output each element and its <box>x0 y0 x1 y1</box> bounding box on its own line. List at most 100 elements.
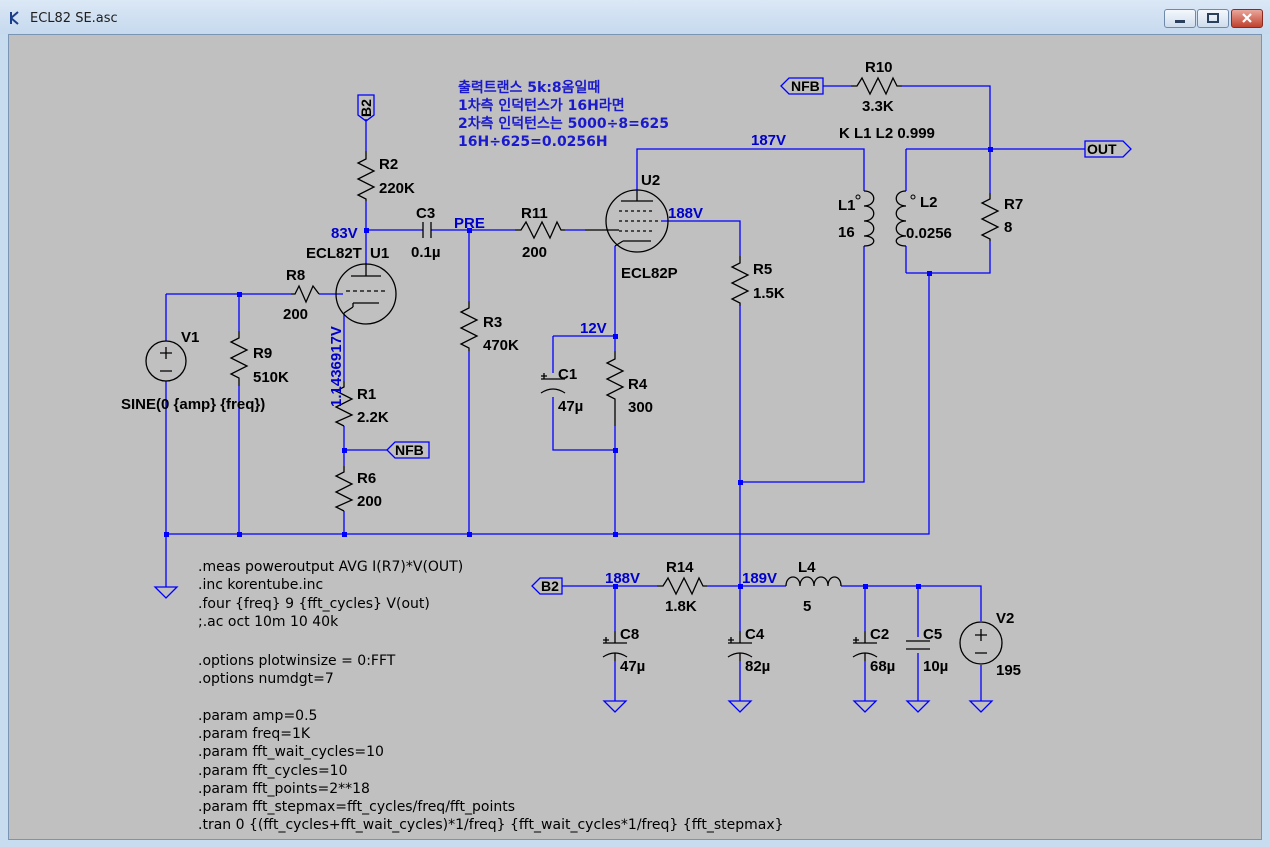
c3-value: 0.1µ <box>411 244 441 261</box>
component-labels: R2 220K C3 0.1µ R11 200 ECL82T U1 U2 ECL… <box>121 59 1023 679</box>
comment-line-3: 2차측 인덕턴스는 5000÷8=625 <box>458 115 669 132</box>
flag-b2-bottom[interactable]: B2 <box>531 577 563 595</box>
c4-name: C4 <box>745 626 765 643</box>
net-83v: 83V <box>331 225 358 242</box>
c2-name: C2 <box>870 626 889 643</box>
close-button[interactable] <box>1231 9 1263 28</box>
capacitor-c4[interactable] <box>727 631 753 661</box>
c1-value: 47µ <box>558 398 583 415</box>
minimize-icon <box>1175 20 1185 23</box>
net-labels: 83V PRE 187V 188V 12V 1.1436917V 188V 18… <box>328 132 786 587</box>
c1-name: C1 <box>558 366 577 383</box>
spice-line: .meas poweroutput AVG I(R7)*V(OUT) <box>198 559 463 575</box>
spice-line: .param fft_points=2**18 <box>198 781 370 797</box>
svg-text:NFB: NFB <box>395 442 424 458</box>
inductor-l1[interactable] <box>855 190 875 247</box>
resistor-r5[interactable] <box>730 256 750 306</box>
capacitor-c1[interactable] <box>540 373 566 394</box>
r2-value: 220K <box>379 180 415 197</box>
c2-value: 68µ <box>870 658 895 675</box>
svg-text:B2: B2 <box>358 99 374 117</box>
junction-dots <box>164 147 993 589</box>
r7-value: 8 <box>1004 219 1012 236</box>
c8-value: 47µ <box>620 658 645 675</box>
u1-value: ECL82T <box>306 245 362 262</box>
resistor-r3[interactable] <box>459 301 479 351</box>
resistor-r11[interactable] <box>515 220 565 240</box>
ltspice-app-icon <box>10 11 19 25</box>
r1-value: 2.2K <box>357 409 389 426</box>
window-title: ECL82 SE.asc <box>30 11 118 26</box>
spice-line: .options plotwinsize = 0:FFT <box>198 653 396 669</box>
capacitor-c3[interactable] <box>422 222 432 238</box>
minimize-button[interactable] <box>1164 9 1196 28</box>
r2-name: R2 <box>379 156 398 173</box>
l1-value: 16 <box>838 224 855 241</box>
resistor-r7[interactable] <box>980 193 1000 241</box>
net-188v-screen: 188V <box>668 205 703 222</box>
net-grid-voltage: 1.1436917V <box>328 326 345 407</box>
flag-nfb-mid[interactable]: NFB <box>386 441 430 459</box>
inductor-l4[interactable] <box>785 576 842 587</box>
resistor-r9[interactable] <box>229 331 249 386</box>
tube-u2[interactable] <box>585 189 669 253</box>
resistor-r1[interactable] <box>334 381 354 427</box>
flag-nfb-top[interactable]: NFB <box>780 77 824 95</box>
svg-text:B2: B2 <box>541 578 559 594</box>
flag-out[interactable]: OUT <box>1084 140 1132 158</box>
r10-value: 3.3K <box>862 98 894 115</box>
spice-line: ;.ac oct 10m 10 40k <box>198 614 339 630</box>
close-icon <box>1242 13 1252 23</box>
restore-button[interactable] <box>1197 9 1229 28</box>
r5-name: R5 <box>753 261 772 278</box>
source-v2[interactable] <box>959 621 1003 665</box>
u2-name: U2 <box>641 172 660 189</box>
l4-value: 5 <box>803 598 811 615</box>
capacitor-c5[interactable] <box>906 640 930 650</box>
r9-value: 510K <box>253 369 289 386</box>
c8-name: C8 <box>620 626 639 643</box>
r9-name: R9 <box>253 345 272 362</box>
l2-name: L2 <box>920 194 938 211</box>
schematic-drawing[interactable]: B2 B2 NFB NFB OUT R2 220K C3 <box>9 35 1262 840</box>
capacitor-c8[interactable] <box>602 631 628 661</box>
r14-name: R14 <box>666 559 694 576</box>
resistor-r10[interactable] <box>851 76 902 96</box>
net-12v: 12V <box>580 320 607 337</box>
spice-line: .param amp=0.5 <box>198 708 317 724</box>
schematic-canvas[interactable]: B2 B2 NFB NFB OUT R2 220K C3 <box>8 34 1262 840</box>
r10-name: R10 <box>865 59 893 76</box>
spice-line: .param freq=1K <box>198 726 311 742</box>
c3-name: C3 <box>416 205 435 222</box>
v2-name: V2 <box>996 610 1014 627</box>
source-v1[interactable] <box>145 340 187 382</box>
flag-b2-top[interactable]: B2 <box>357 94 375 122</box>
tube-u1[interactable] <box>335 263 397 325</box>
capacitor-c2[interactable] <box>852 631 878 661</box>
r1-name: R1 <box>357 386 376 403</box>
comment-line-1: 출력트랜스 5k:8옴일때 <box>458 79 600 96</box>
c5-name: C5 <box>923 626 942 643</box>
l2-value: 0.0256 <box>906 225 952 242</box>
spice-line: .param fft_stepmax=fft_cycles/freq/fft_p… <box>198 799 515 815</box>
inductor-l2[interactable] <box>895 190 916 247</box>
comment-line-2: 1차측 인덕턴스가 16H라면 <box>458 97 625 114</box>
resistor-r2[interactable] <box>356 151 376 201</box>
net-188v: 188V <box>605 570 640 587</box>
comment-block: 출력트랜스 5k:8옴일때 1차측 인덕턴스가 16H라면 2차측 인덕턴스는 … <box>458 79 669 150</box>
resistor-r6[interactable] <box>334 466 354 512</box>
r5-value: 1.5K <box>753 285 785 302</box>
resistor-r4[interactable] <box>605 351 625 426</box>
spice-line: .four {freq} 9 {fft_cycles} V(out) <box>198 596 430 612</box>
resistor-r14[interactable] <box>657 576 707 596</box>
r14-value: 1.8K <box>665 598 697 615</box>
spice-directives: .meas poweroutput AVG I(R7)*V(OUT) .inc … <box>198 559 784 833</box>
r3-value: 470K <box>483 337 519 354</box>
spice-line: .param fft_wait_cycles=10 <box>198 744 384 760</box>
title-bar[interactable]: ECL82 SE.asc <box>0 0 1270 34</box>
r6-value: 200 <box>357 493 382 510</box>
resistor-r8[interactable] <box>291 284 320 304</box>
r4-value: 300 <box>628 399 653 416</box>
net-189v: 189V <box>742 570 777 587</box>
